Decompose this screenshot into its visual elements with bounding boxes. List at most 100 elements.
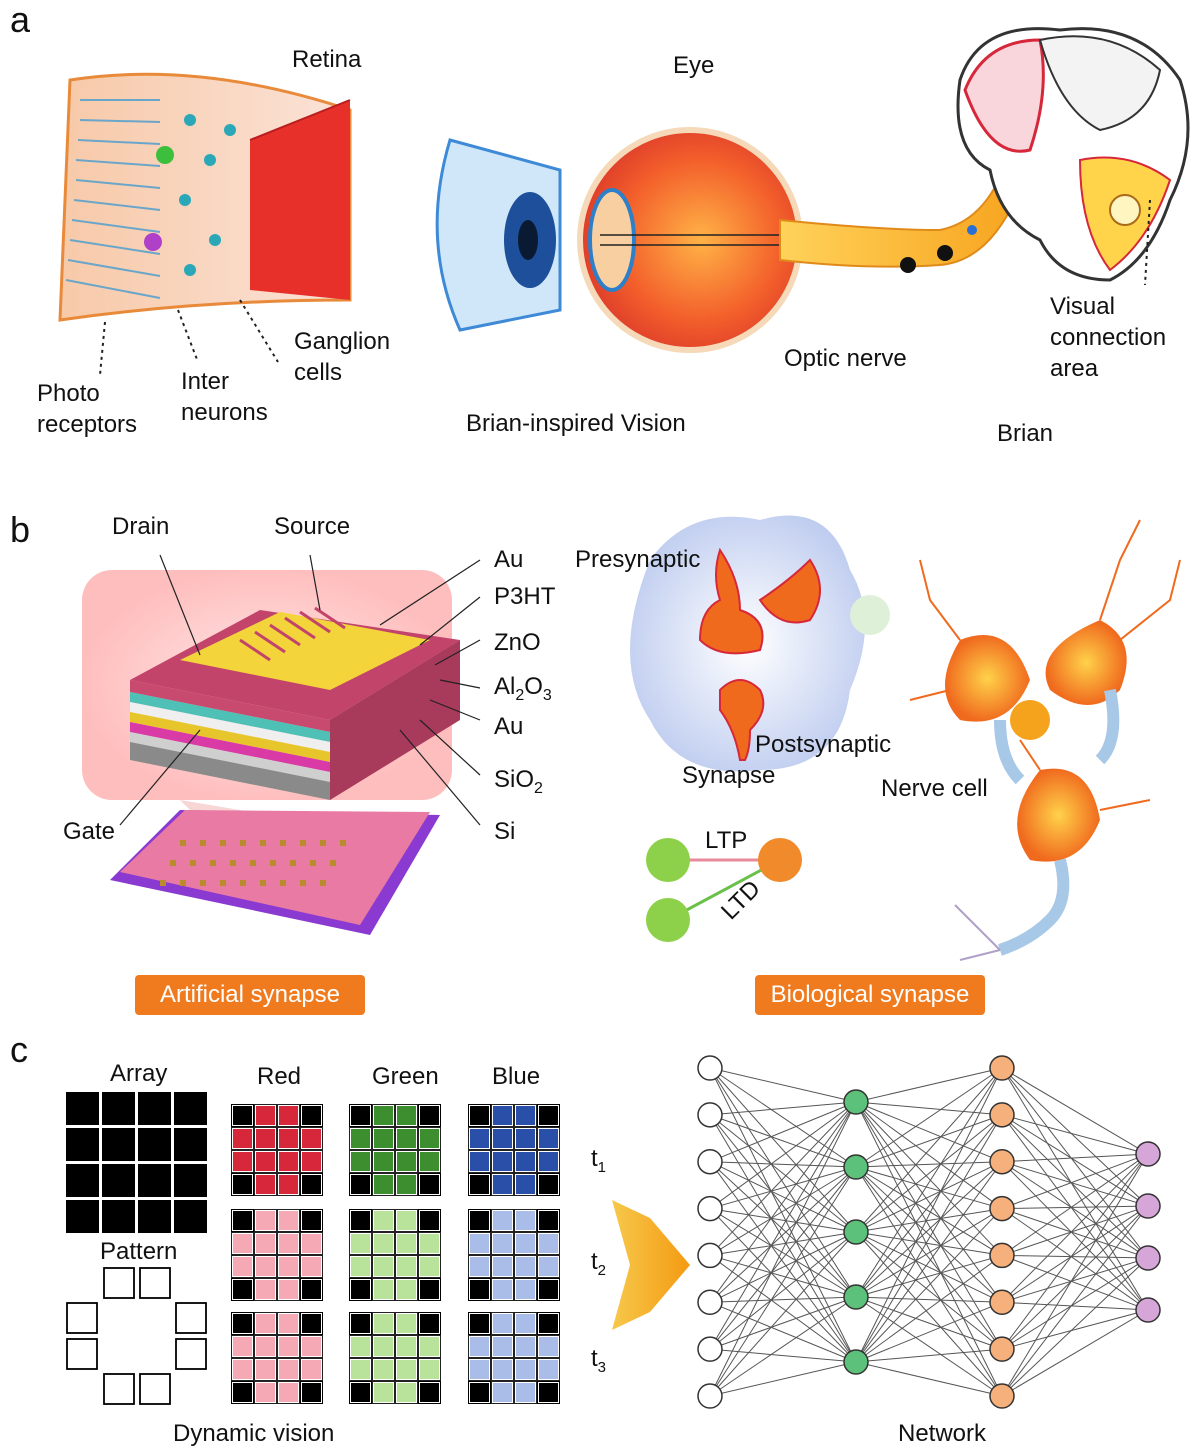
color-cell [254, 1232, 277, 1255]
network-edge [855, 1166, 1003, 1303]
blue-label: Blue [492, 1063, 541, 1090]
network-edge [855, 1348, 1003, 1363]
color-cell [277, 1312, 300, 1335]
network-edge [709, 1348, 857, 1363]
color-cell [395, 1150, 418, 1173]
color-cell [418, 1255, 441, 1278]
color-cell [277, 1209, 300, 1232]
network-edge [709, 1067, 857, 1103]
hidden-node-1 [843, 1089, 869, 1115]
hidden-node-1 [843, 1219, 869, 1245]
network-edge [855, 1255, 1003, 1363]
color-cell [537, 1255, 560, 1278]
network-edge [709, 1101, 857, 1397]
network-edge [709, 1101, 857, 1256]
color-cell [395, 1312, 418, 1335]
pattern-cell [139, 1267, 171, 1299]
network-edge [1001, 1257, 1149, 1397]
layer-p3ht-label: P3HT [494, 583, 556, 610]
color-cell [349, 1209, 372, 1232]
network-edge [855, 1231, 1003, 1397]
color-cell [349, 1335, 372, 1358]
color-cell [277, 1173, 300, 1196]
network-edge [1001, 1205, 1149, 1210]
network-edge [709, 1161, 857, 1233]
network-edge [855, 1296, 1003, 1303]
brain-illustration [956, 27, 1190, 282]
color-cell [254, 1173, 277, 1196]
color-cell [537, 1312, 560, 1335]
color-cell [231, 1312, 254, 1335]
network-edge [709, 1114, 857, 1233]
pattern-cell [103, 1373, 135, 1405]
vesicle-bubble [850, 595, 890, 635]
network-edge [1001, 1161, 1149, 1311]
post-neuron-node [758, 838, 802, 882]
color-cell [491, 1335, 514, 1358]
network-connections [709, 1067, 1149, 1397]
color-cell [491, 1104, 514, 1127]
network-edge [1001, 1067, 1149, 1207]
color-cell [537, 1173, 560, 1196]
network-edge [855, 1161, 1003, 1168]
network-edge [709, 1231, 857, 1350]
array-cell [102, 1200, 135, 1233]
network-edge [1001, 1114, 1149, 1155]
color-cell [277, 1358, 300, 1381]
color-cell [395, 1278, 418, 1301]
network-edge [855, 1067, 1003, 1298]
network-edge [855, 1101, 1003, 1116]
color-cell [231, 1335, 254, 1358]
array-label: Array [110, 1060, 168, 1087]
color-cell [395, 1232, 418, 1255]
color-cell [231, 1278, 254, 1301]
hidden-node-2 [989, 1195, 1015, 1222]
color-cell [418, 1278, 441, 1301]
color-cell [537, 1232, 560, 1255]
color-cell [537, 1278, 560, 1301]
layer-zno-label: ZnO [494, 629, 541, 656]
color-cell [468, 1232, 491, 1255]
network-edge [1001, 1067, 1149, 1259]
network-edge [709, 1301, 857, 1363]
color-cell [514, 1232, 537, 1255]
hidden-node-2 [989, 1289, 1015, 1316]
color-cell [277, 1127, 300, 1150]
color-cell [231, 1232, 254, 1255]
input-node [697, 1289, 723, 1316]
color-cell [418, 1381, 441, 1404]
network-edge [709, 1101, 857, 1303]
network-edge [855, 1114, 1003, 1233]
network-edge [709, 1101, 857, 1350]
transistor-device [130, 606, 460, 800]
color-cell [418, 1173, 441, 1196]
ganglion-cells-label-line2: cells [294, 359, 343, 386]
color-cell [277, 1150, 300, 1173]
visual-area-label-line2: connection [1050, 324, 1167, 351]
color-cell [468, 1381, 491, 1404]
color-cell [514, 1150, 537, 1173]
color-cell [372, 1278, 395, 1301]
pattern-cell [175, 1338, 207, 1370]
input-node [697, 1195, 723, 1222]
signal-dot [937, 245, 953, 261]
color-cell [418, 1150, 441, 1173]
network-edge [1001, 1114, 1149, 1259]
flow-arrow [612, 1200, 690, 1330]
drain-label: Drain [112, 513, 170, 540]
pattern-cell [139, 1373, 171, 1405]
network-edge [855, 1161, 1003, 1233]
network-edge [709, 1231, 857, 1256]
color-cell [395, 1173, 418, 1196]
network-edge [709, 1101, 857, 1209]
color-cell [349, 1358, 372, 1381]
network-edge [709, 1067, 857, 1233]
color-cell [300, 1232, 323, 1255]
network-edge [855, 1301, 1003, 1363]
network-edge [1001, 1205, 1149, 1350]
layer-au-bottom-label: Au [494, 713, 524, 740]
device-leader-lines [119, 554, 481, 826]
color-cell [537, 1335, 560, 1358]
color-cell [300, 1335, 323, 1358]
input-node [697, 1242, 723, 1269]
